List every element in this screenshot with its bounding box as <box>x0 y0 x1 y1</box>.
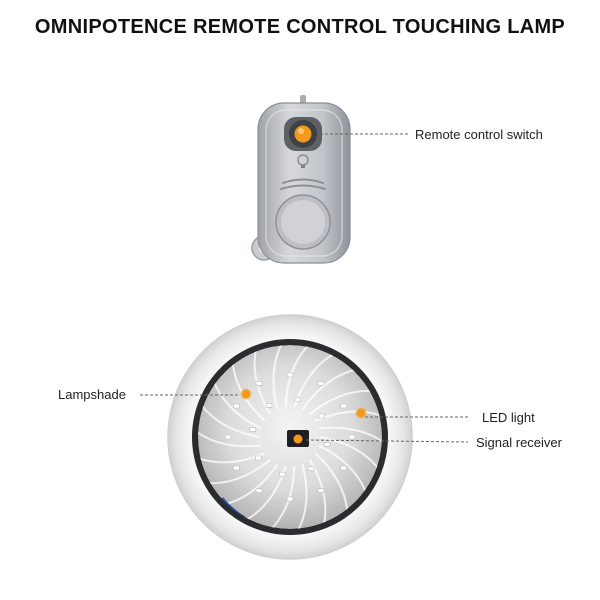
white-led <box>307 466 315 471</box>
white-led <box>294 397 301 403</box>
white-led <box>318 413 325 419</box>
page-title: OMNIPOTENCE REMOTE CONTROL TOUCHING LAMP <box>34 16 566 38</box>
lampshade-petal <box>212 380 262 430</box>
lampshade-petal <box>318 426 382 444</box>
lampshade-petal <box>314 452 349 513</box>
white-led <box>340 403 347 409</box>
orange-power-button-icon <box>294 125 312 143</box>
lampshade-petal <box>296 464 308 529</box>
callout-led-light: LED light <box>482 410 535 425</box>
white-led <box>348 434 356 440</box>
white-led <box>340 465 347 471</box>
bulb-icon <box>297 154 309 168</box>
white-led <box>286 496 294 502</box>
white-led <box>224 434 232 440</box>
white-led <box>317 381 325 386</box>
lampshade-petal <box>309 389 374 416</box>
callout-lampshade: Lampshade <box>58 387 126 402</box>
lampshade-petal <box>206 458 271 485</box>
lampshade-petal <box>272 345 284 410</box>
white-led <box>323 442 331 447</box>
lampshade-petal <box>301 368 357 411</box>
white-led <box>286 372 294 378</box>
remote-control <box>251 95 351 264</box>
white-led <box>255 381 263 386</box>
white-led <box>265 403 273 408</box>
remote-grooves <box>280 178 326 190</box>
white-led <box>249 427 257 432</box>
lamp <box>167 314 413 560</box>
callout-signal-receiver: Signal receiver <box>476 435 562 450</box>
signal-receiver-leader <box>305 439 469 443</box>
white-led <box>233 465 240 471</box>
lampshade-petal <box>253 348 272 415</box>
lampshade-petal <box>269 466 296 529</box>
white-led <box>255 455 262 461</box>
white-led <box>255 488 263 493</box>
white-led-array <box>224 372 356 502</box>
lampshade-petal <box>318 444 368 494</box>
lampshade-petal <box>223 463 279 506</box>
white-led <box>317 488 325 493</box>
lampshade-petal <box>284 345 311 408</box>
white-led <box>233 403 240 409</box>
callout-remote-switch: Remote control switch <box>415 127 543 142</box>
lampshade-petal <box>308 459 327 526</box>
lampshade-petal <box>319 436 381 471</box>
white-led <box>279 471 286 477</box>
lampshade-petal <box>199 403 261 438</box>
lampshade-petal <box>198 430 262 448</box>
